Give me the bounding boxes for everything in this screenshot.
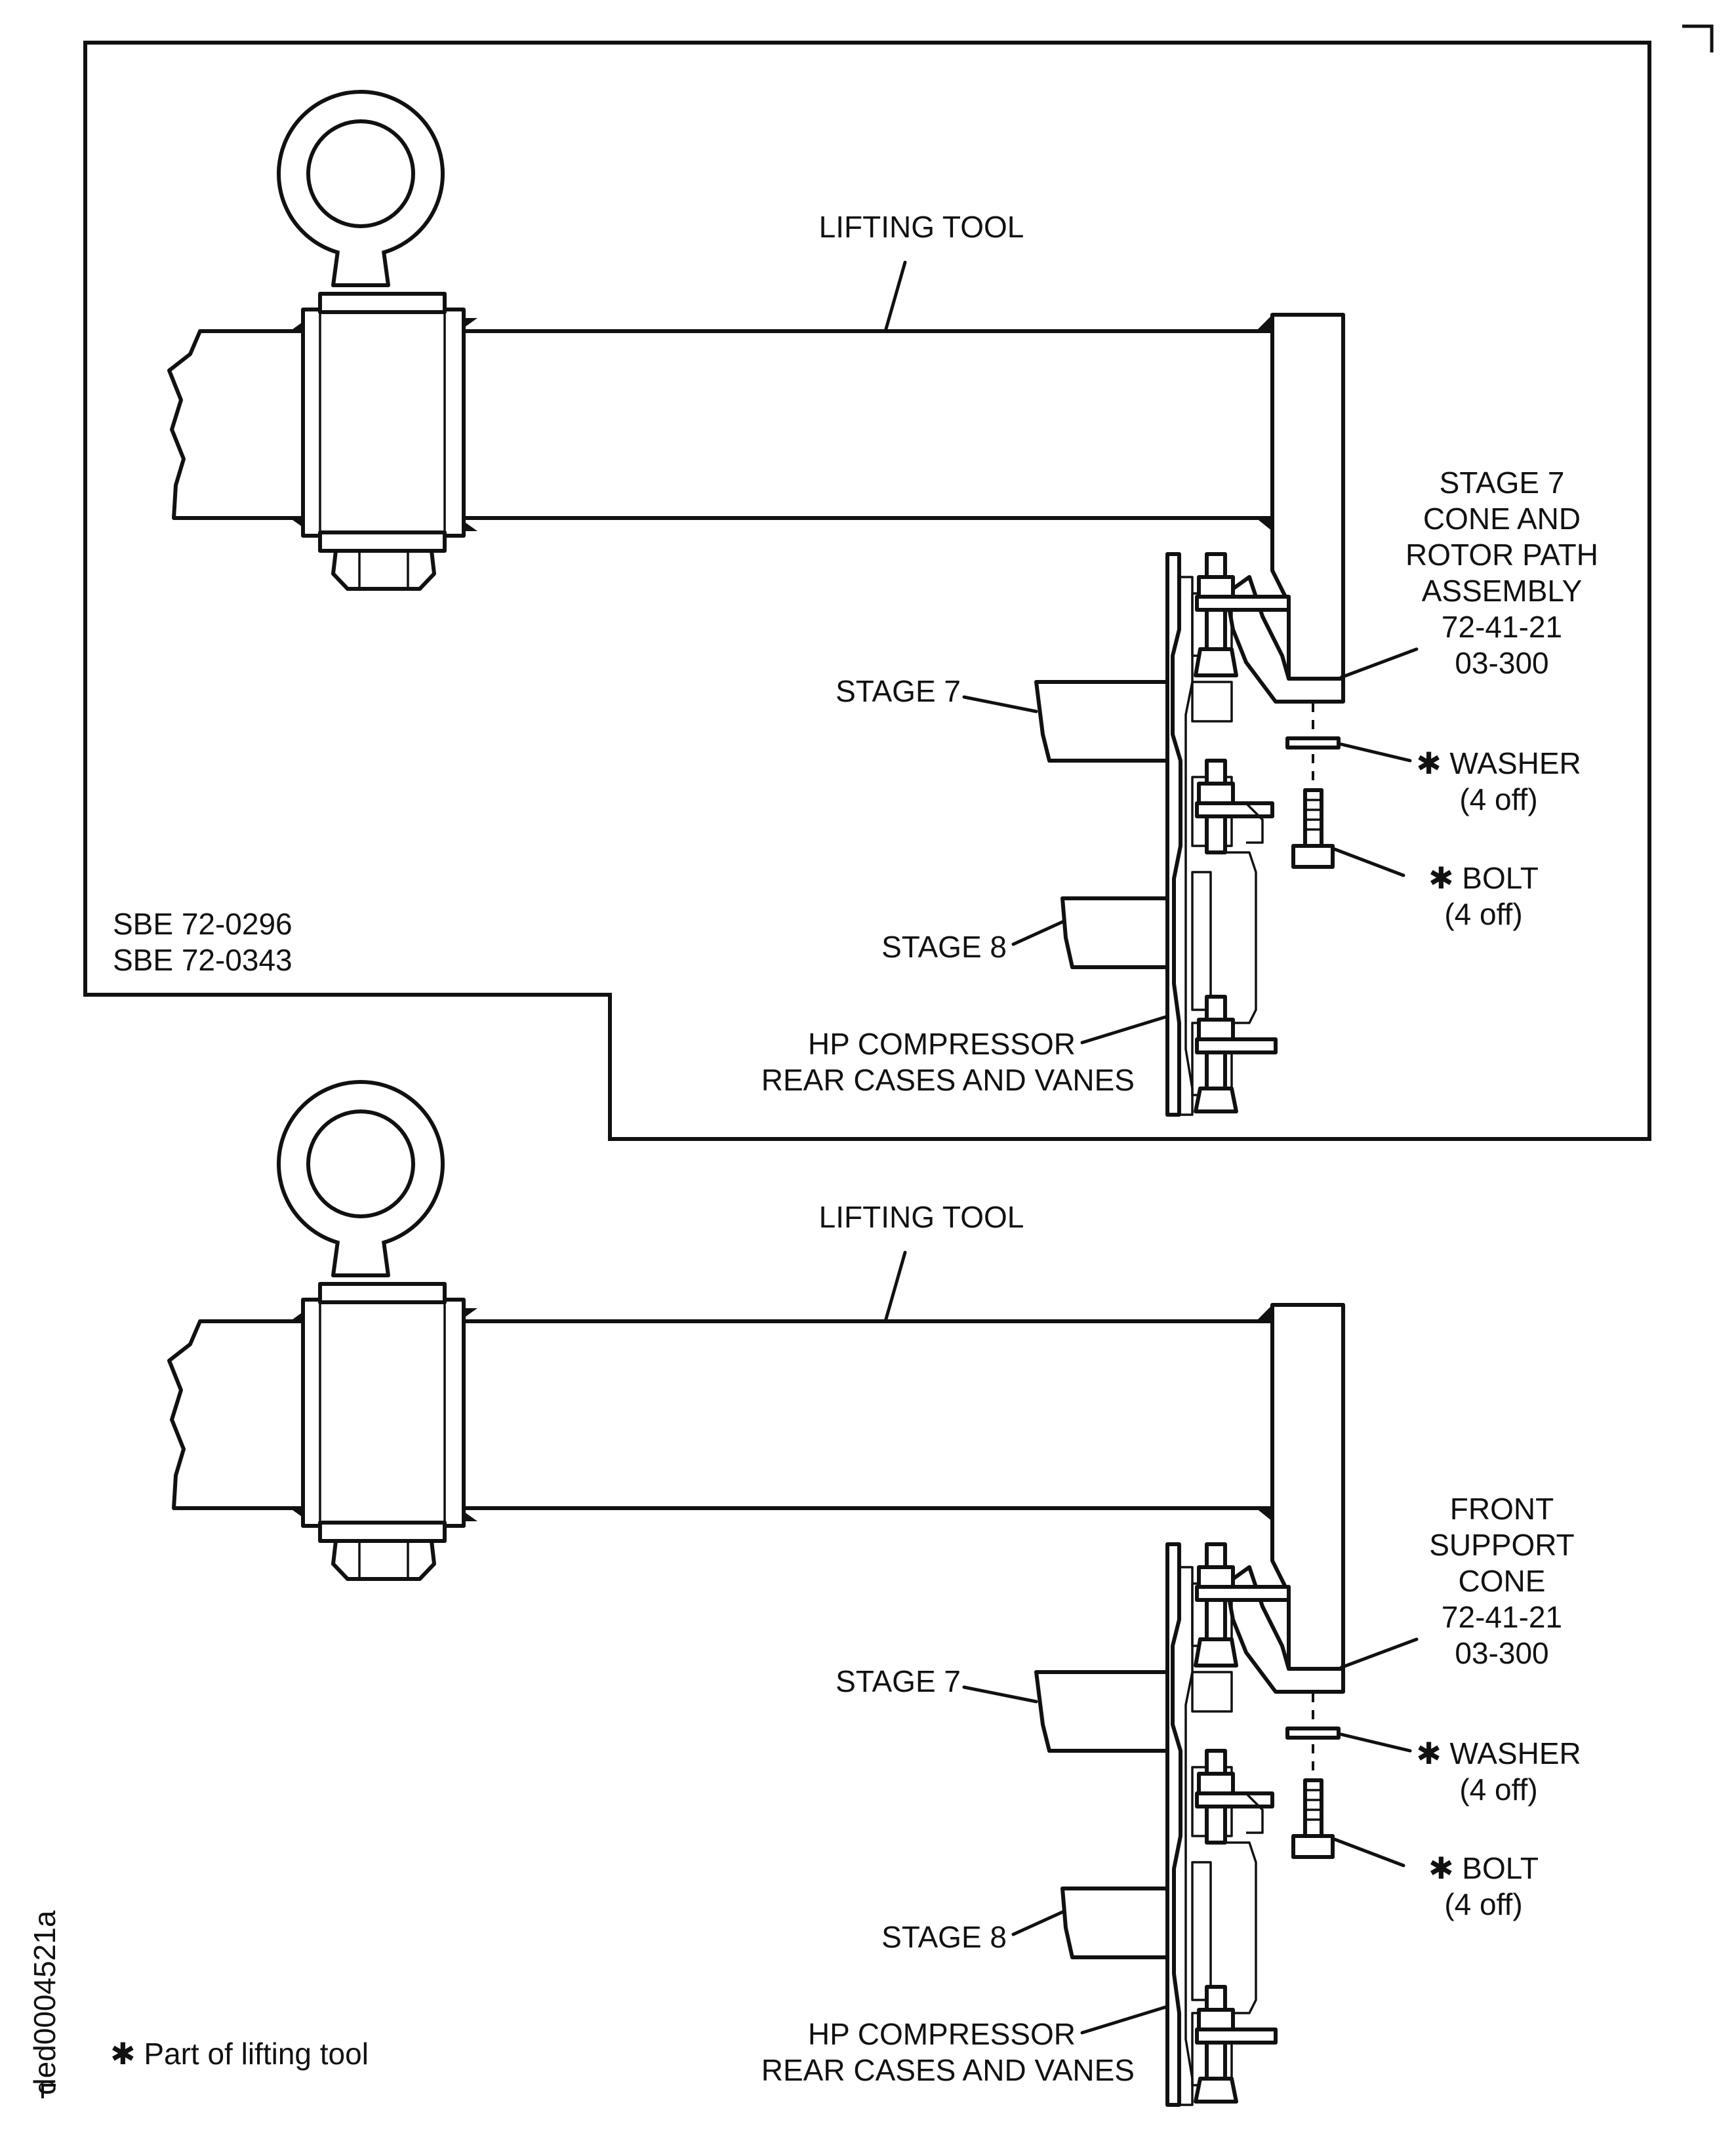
label-hp-compressor: HP COMPRESSOR REAR CASES AND VANES xyxy=(761,1027,1135,1097)
svg-text:(4 off): (4 off) xyxy=(1444,1887,1522,1921)
svg-text:✱ WASHER: ✱ WASHER xyxy=(1416,746,1581,780)
label-lifting-tool: LIFTING TOOL xyxy=(819,210,1024,244)
svg-text:03-300: 03-300 xyxy=(1455,646,1548,680)
label-washer: ✱ WASHER (4 off) xyxy=(1416,746,1581,816)
svg-text:03-300: 03-300 xyxy=(1455,1636,1548,1670)
svg-text:72-41-21: 72-41-21 xyxy=(1442,1600,1562,1634)
svg-text:SBE 72-0296: SBE 72-0296 xyxy=(113,907,293,941)
label-hp-compressor: HP COMPRESSOR REAR CASES AND VANES xyxy=(761,2017,1135,2087)
label-stage-7: STAGE 7 xyxy=(836,674,961,708)
label-stage-7: STAGE 7 xyxy=(836,1664,961,1698)
svg-text:72-41-21: 72-41-21 xyxy=(1442,610,1562,644)
label-front-support-cone: FRONT SUPPORT CONE 72-41-21 03-300 xyxy=(1429,1492,1575,1670)
svg-text:✱ WASHER: ✱ WASHER xyxy=(1416,1736,1581,1770)
assembly-view-bottom xyxy=(169,1082,1417,2105)
svg-text:HP COMPRESSOR: HP COMPRESSOR xyxy=(808,2017,1076,2051)
svg-text:REAR CASES AND VANES: REAR CASES AND VANES xyxy=(761,1063,1135,1097)
corner-mark xyxy=(1682,24,1714,52)
svg-text:CONE AND: CONE AND xyxy=(1423,502,1581,536)
label-washer: ✱ WASHER (4 off) xyxy=(1416,1736,1581,1807)
svg-text:STAGE 7: STAGE 7 xyxy=(1440,466,1565,500)
assembly-view-top xyxy=(169,92,1417,1115)
label-stage-8: STAGE 8 xyxy=(881,930,1007,964)
svg-text:FRONT: FRONT xyxy=(1450,1492,1554,1526)
label-stage-8: STAGE 8 xyxy=(881,1920,1007,1954)
svg-text:CONE: CONE xyxy=(1459,1564,1546,1598)
label-lifting-tool: LIFTING TOOL xyxy=(819,1200,1024,1234)
footnote: ✱ Part of lifting tool xyxy=(110,2037,369,2071)
svg-text:SBE 72-0343: SBE 72-0343 xyxy=(113,943,293,977)
svg-text:✱ BOLT: ✱ BOLT xyxy=(1428,1851,1539,1885)
svg-text:✱ BOLT: ✱ BOLT xyxy=(1428,861,1539,895)
svg-text:(4 off): (4 off) xyxy=(1459,1772,1537,1807)
label-bolt: ✱ BOLT (4 off) xyxy=(1428,1851,1539,1921)
svg-text:REAR CASES AND VANES: REAR CASES AND VANES xyxy=(761,2053,1135,2087)
svg-text:ROTOR PATH: ROTOR PATH xyxy=(1405,538,1598,572)
svg-text:SUPPORT: SUPPORT xyxy=(1429,1528,1575,1562)
svg-text:(4 off): (4 off) xyxy=(1444,897,1522,931)
figure-id: ded0004521a xyxy=(28,1910,62,2095)
label-cone-assembly: STAGE 7 CONE AND ROTOR PATH ASSEMBLY 72-… xyxy=(1405,466,1598,680)
svg-text:(4 off): (4 off) xyxy=(1459,782,1537,816)
figure-id-mark xyxy=(41,2084,56,2098)
label-references: SBE 72-0296 SBE 72-0343 xyxy=(113,907,293,977)
svg-text:HP COMPRESSOR: HP COMPRESSOR xyxy=(808,1027,1076,1061)
label-bolt: ✱ BOLT (4 off) xyxy=(1428,861,1539,931)
svg-text:ASSEMBLY: ASSEMBLY xyxy=(1422,574,1583,608)
view-border-top xyxy=(83,41,1651,1141)
